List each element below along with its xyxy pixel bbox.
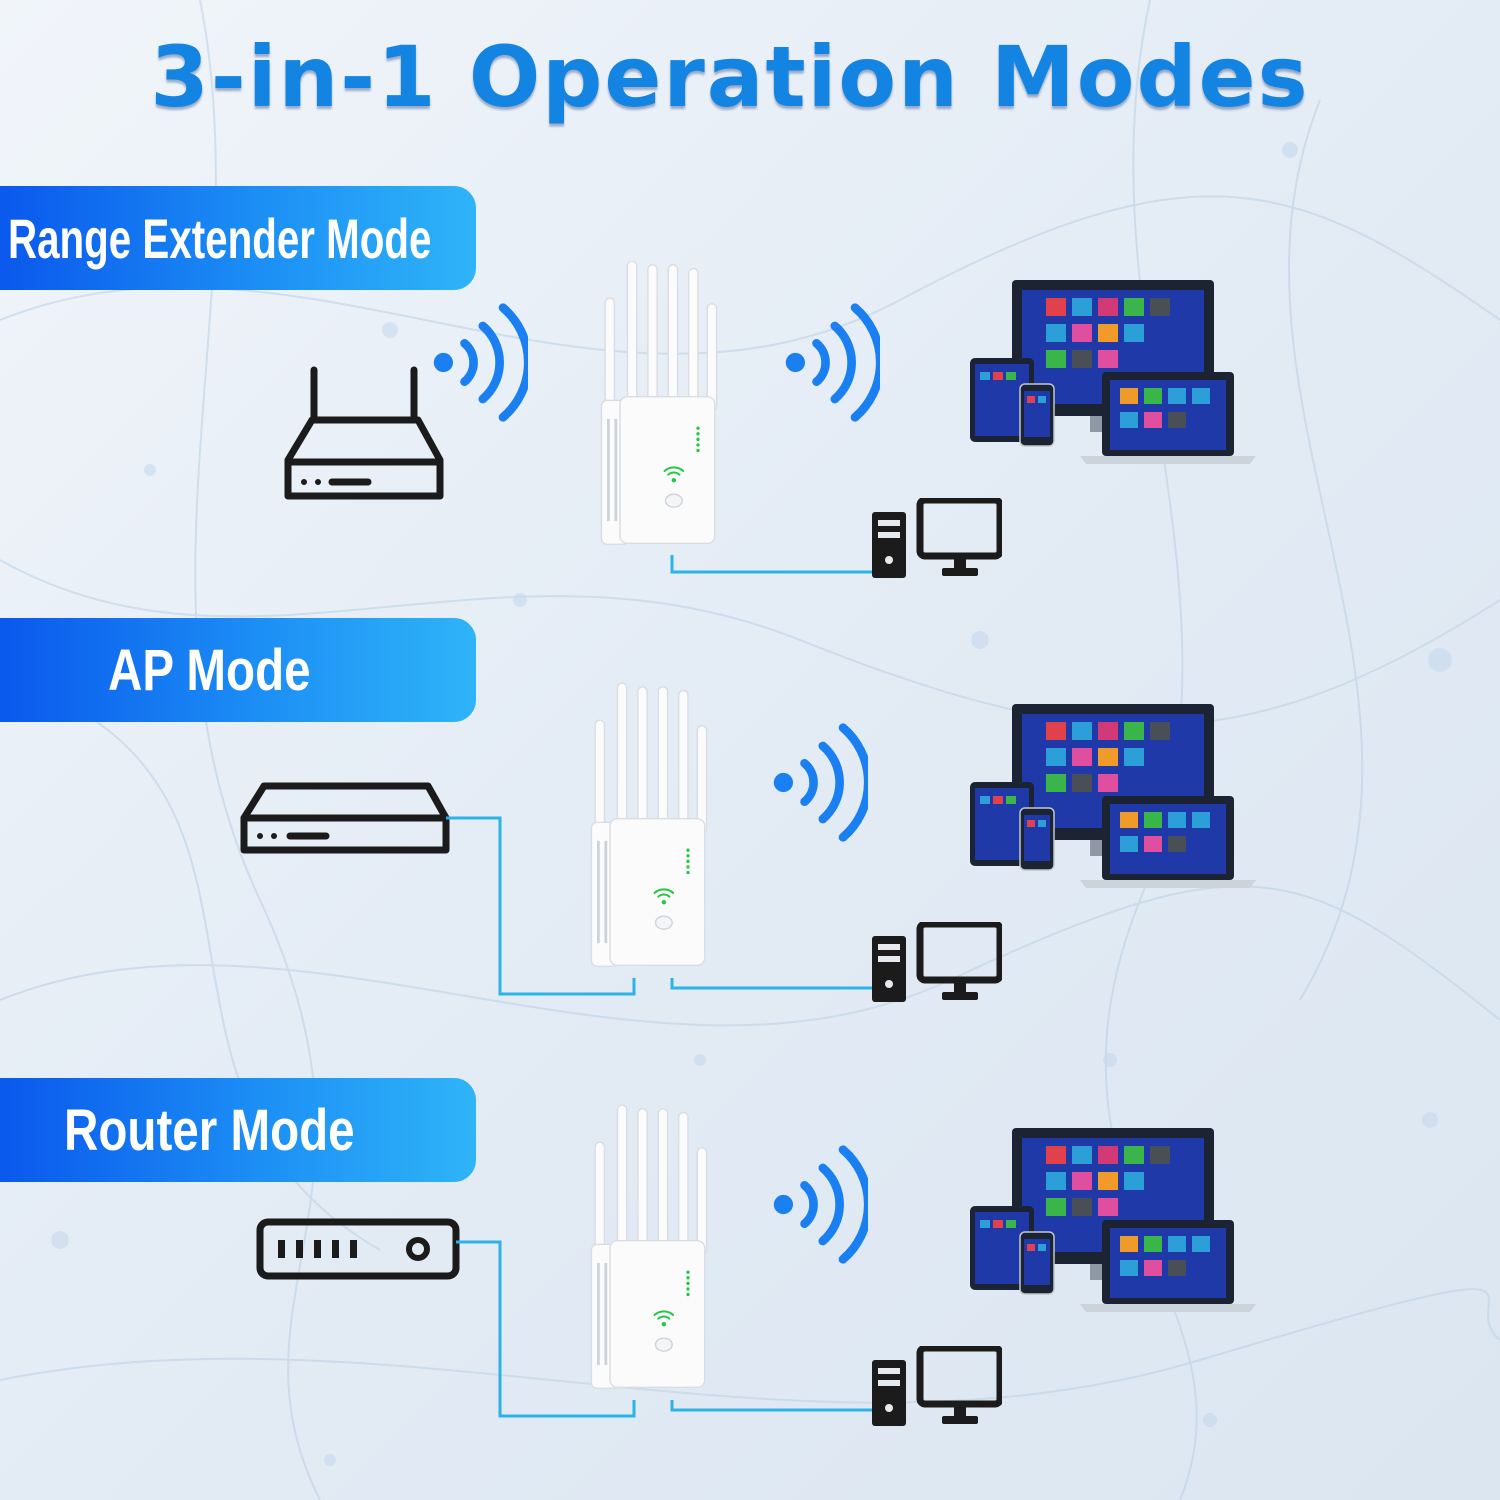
wireless-devices-icon: [970, 1128, 1257, 1313]
page-title: 3-in-1 Operation Modes: [150, 28, 1310, 126]
wifi-extender-icon: [590, 1103, 708, 1390]
wifi-signal-icon: [774, 728, 868, 838]
desktop-computer-icon: [872, 924, 1000, 1002]
wifi-extender-icon: [590, 681, 708, 968]
modem-box-icon: [240, 782, 450, 854]
mode-label-range-extender: Range Extender Mode: [0, 186, 476, 290]
wifi-router-icon: [284, 366, 444, 500]
mode-label-router: Router Mode: [0, 1078, 476, 1182]
ethernet-cable: [670, 978, 872, 990]
range-extender-diagram: [284, 259, 1257, 578]
router-mode-diagram: [256, 1103, 1257, 1426]
ethernet-cable: [446, 816, 636, 996]
desktop-computer-icon: [872, 1348, 1000, 1426]
wireless-devices-icon: [970, 280, 1257, 465]
wifi-extender-icon: [600, 259, 718, 546]
wifi-signal-icon: [786, 308, 880, 418]
ethernet-modem-icon: [256, 1218, 460, 1280]
wireless-devices-icon: [970, 704, 1257, 889]
desktop-computer-icon: [872, 500, 1000, 578]
mode-label-ap: AP Mode: [0, 618, 476, 722]
wifi-signal-icon: [774, 1150, 868, 1260]
ethernet-cable: [670, 555, 872, 574]
wifi-signal-icon: [434, 308, 528, 418]
ethernet-cable: [456, 1240, 636, 1418]
ethernet-cable: [670, 1400, 872, 1412]
ap-mode-diagram: [240, 681, 1257, 1002]
